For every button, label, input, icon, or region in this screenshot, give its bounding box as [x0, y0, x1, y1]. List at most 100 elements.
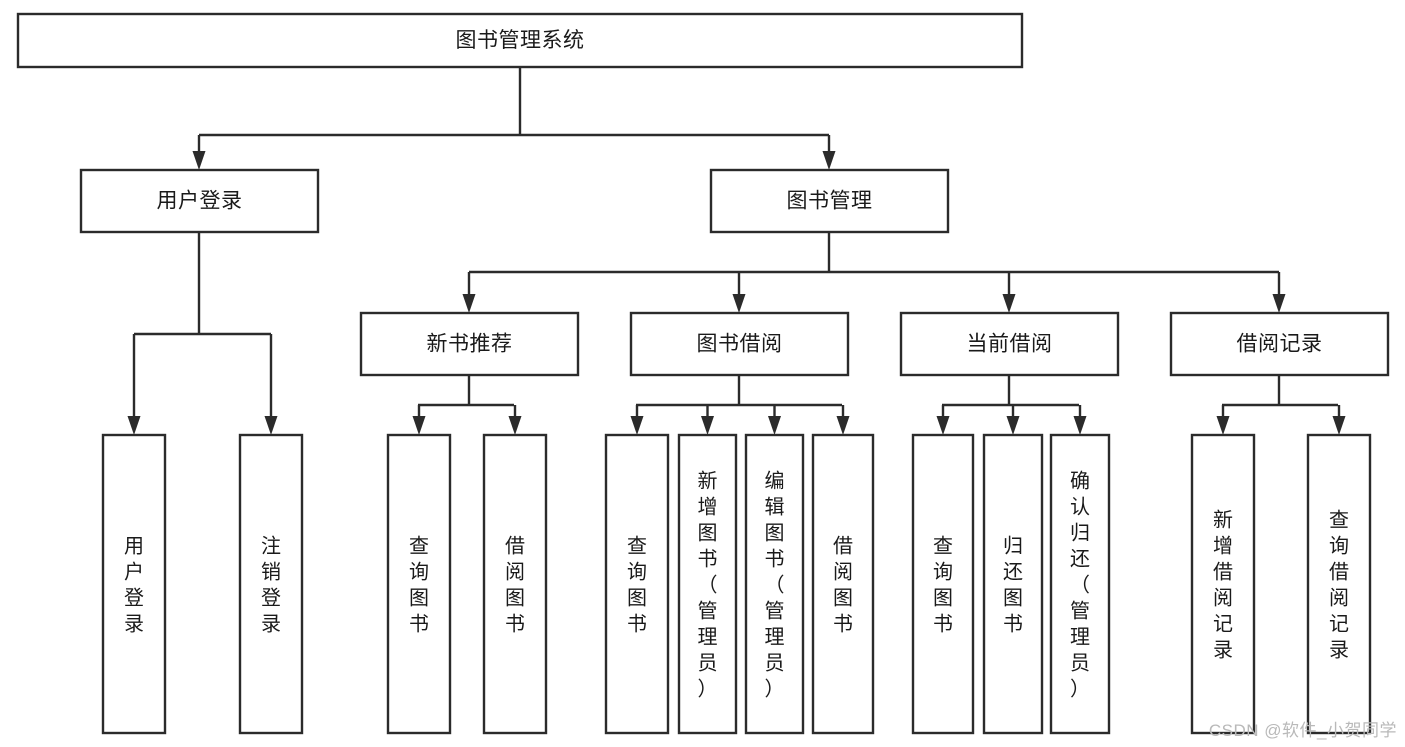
node-label: 新增图书（管理员）	[698, 469, 718, 700]
connector-to-leaf-add-book	[701, 405, 714, 435]
connector-to-leaf-edit-book	[768, 405, 781, 435]
node-leaf-borrow-book-2[interactable]: 借阅图书	[811, 433, 875, 735]
node-leaf-add-book[interactable]: 新增图书（管理员）	[677, 433, 738, 735]
node-leaf-borrow-book-1[interactable]: 借阅图书	[482, 433, 548, 735]
connector-book-manage-to-l3-4	[1272, 272, 1286, 313]
connector-to-leaf-confirm-return	[1073, 405, 1087, 435]
connector-to-leaf-borrow-book-2	[836, 405, 850, 435]
node-new-book-rec[interactable]: 新书推荐	[359, 311, 580, 377]
node-label: 借阅记录	[1237, 333, 1323, 356]
connector-to-leaf-query-book-1	[412, 405, 426, 435]
node-leaf-logout[interactable]: 注销登录	[238, 433, 304, 735]
connector-layer	[127, 67, 1346, 435]
arrow-head-icon	[1272, 294, 1286, 313]
arrow-head-icon	[822, 151, 836, 170]
node-label: 借阅图书	[833, 534, 853, 635]
node-root[interactable]: 图书管理系统	[16, 12, 1024, 69]
node-label: 查询图书	[627, 534, 647, 635]
node-box[interactable]	[677, 433, 738, 735]
arrow-head-icon	[192, 151, 206, 170]
connector-book-manage-to-l3-2	[732, 272, 746, 313]
node-box[interactable]	[709, 168, 950, 234]
node-box[interactable]	[101, 433, 167, 735]
connector-to-leaf-query-book-2	[630, 405, 644, 435]
node-label: 图书借阅	[697, 333, 783, 356]
node-label: 新增借阅记录	[1213, 508, 1233, 661]
node-label: 图书管理系统	[456, 29, 585, 52]
connector-root-to-book-manage	[822, 135, 836, 170]
arrow-head-icon	[127, 416, 141, 435]
connector-to-leaf-borrow-book-1	[508, 405, 522, 435]
arrow-head-icon	[936, 416, 950, 435]
connector-user-login-to-leaf1	[127, 334, 141, 435]
arrow-head-icon	[630, 416, 644, 435]
node-user-login[interactable]: 用户登录	[79, 168, 320, 234]
arrow-head-icon	[1006, 416, 1020, 435]
arrow-head-icon	[412, 416, 426, 435]
node-leaf-query-record[interactable]: 查询借阅记录	[1306, 433, 1372, 735]
arrow-head-icon	[768, 416, 781, 435]
node-box[interactable]	[899, 311, 1120, 377]
arrow-head-icon	[462, 294, 476, 313]
node-label: 确认归还（管理员）	[1070, 469, 1090, 700]
node-box[interactable]	[1049, 433, 1111, 735]
node-box[interactable]	[1169, 311, 1390, 377]
node-current-borrow[interactable]: 当前借阅	[899, 311, 1120, 377]
node-box[interactable]	[629, 311, 850, 377]
connector-user-login-to-leaf2	[264, 334, 278, 435]
node-box[interactable]	[238, 433, 304, 735]
arrow-head-icon	[1073, 416, 1087, 435]
node-box[interactable]	[982, 433, 1044, 735]
node-book-manage[interactable]: 图书管理	[709, 168, 950, 234]
arrow-head-icon	[1332, 416, 1346, 435]
node-box[interactable]	[604, 433, 670, 735]
connector-to-leaf-add-record	[1216, 405, 1230, 435]
node-leaf-query-book-2[interactable]: 查询图书	[604, 433, 670, 735]
arrow-head-icon	[508, 416, 522, 435]
connector-to-leaf-query-book-3	[936, 405, 950, 435]
arrow-head-icon	[264, 416, 278, 435]
connector-book-manage-to-l3-1	[462, 272, 476, 313]
node-box[interactable]	[16, 12, 1024, 69]
connector-root-to-user-login	[192, 135, 206, 170]
node-leaf-return-book[interactable]: 归还图书	[982, 433, 1044, 735]
csdn-watermark: CSDN @软件_小贺同学	[1208, 721, 1397, 740]
arrow-head-icon	[1002, 294, 1016, 313]
node-label: 图书管理	[787, 190, 873, 213]
node-leaf-edit-book[interactable]: 编辑图书（管理员）	[744, 433, 805, 735]
node-leaf-query-book-1[interactable]: 查询图书	[386, 433, 452, 735]
node-label: 查询图书	[409, 534, 429, 635]
node-borrow-record[interactable]: 借阅记录	[1169, 311, 1390, 377]
node-leaf-query-book-3[interactable]: 查询图书	[911, 433, 975, 735]
node-box[interactable]	[744, 433, 805, 735]
node-box[interactable]	[386, 433, 452, 735]
node-leaf-add-record[interactable]: 新增借阅记录	[1190, 433, 1256, 735]
node-box[interactable]	[79, 168, 320, 234]
node-box[interactable]	[911, 433, 975, 735]
node-label: 查询借阅记录	[1329, 508, 1349, 661]
node-box[interactable]	[482, 433, 548, 735]
node-layer: 图书管理系统用户登录图书管理新书推荐图书借阅当前借阅借阅记录用户登录注销登录查询…	[16, 12, 1390, 735]
connector-book-manage-to-l3-3	[1002, 272, 1016, 313]
node-box[interactable]	[1190, 433, 1256, 735]
node-label: 查询图书	[933, 534, 953, 635]
node-box[interactable]	[1306, 433, 1372, 735]
node-label: 归还图书	[1003, 534, 1023, 635]
node-label: 注销登录	[261, 534, 281, 635]
node-box[interactable]	[811, 433, 875, 735]
node-book-borrow[interactable]: 图书借阅	[629, 311, 850, 377]
node-box[interactable]	[359, 311, 580, 377]
node-leaf-confirm-return[interactable]: 确认归还（管理员）	[1049, 433, 1111, 735]
arrow-head-icon	[836, 416, 850, 435]
node-label: 用户登录	[157, 190, 243, 213]
node-label: 用户登录	[124, 535, 144, 635]
node-label: 当前借阅	[967, 333, 1053, 356]
connector-to-leaf-query-record	[1332, 405, 1346, 435]
connector-to-leaf-return-book	[1006, 405, 1020, 435]
node-label: 借阅图书	[505, 534, 525, 635]
arrow-head-icon	[1216, 416, 1230, 435]
node-leaf-user-login[interactable]: 用户登录	[101, 433, 167, 735]
arrow-head-icon	[732, 294, 746, 313]
